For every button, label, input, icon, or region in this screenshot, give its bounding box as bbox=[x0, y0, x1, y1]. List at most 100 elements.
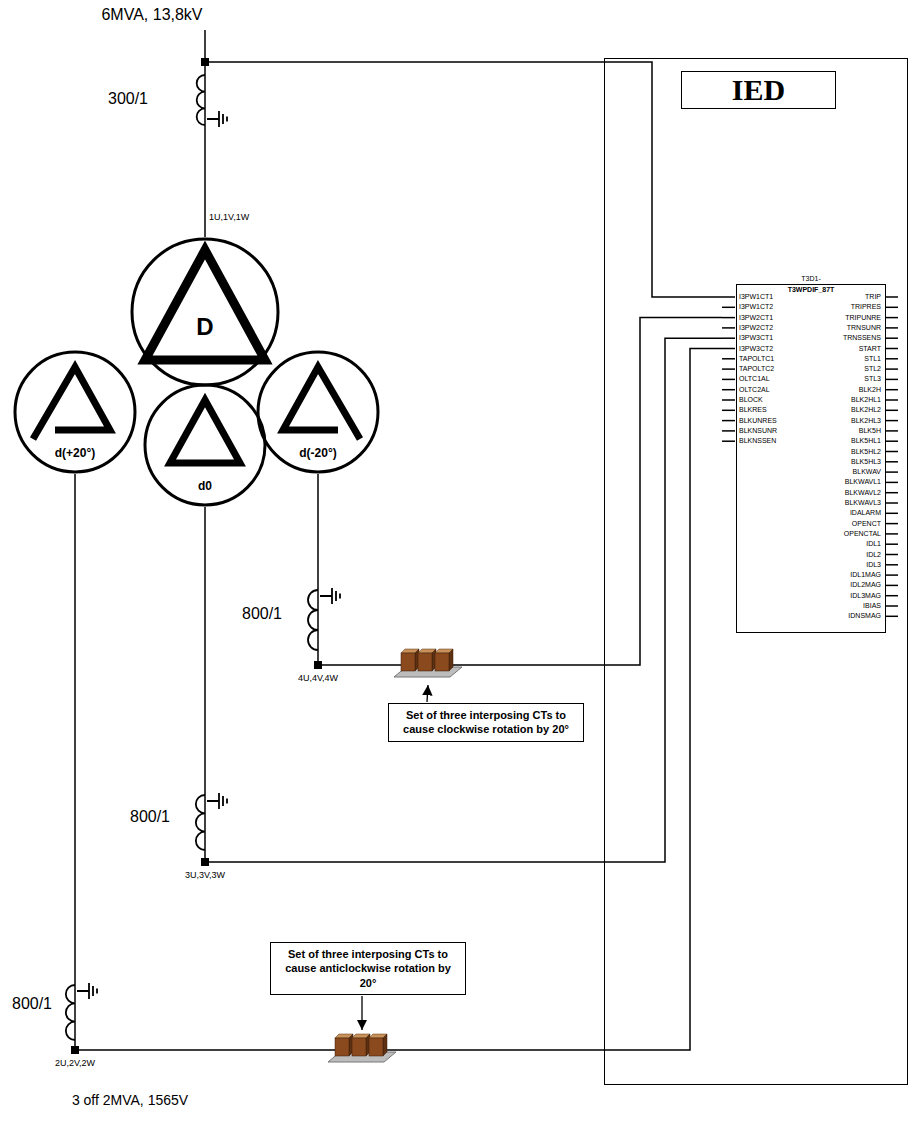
earth-symbol bbox=[207, 111, 227, 127]
ct-ratio: 800/1 bbox=[130, 808, 170, 826]
terminal-label: 3U,3V,3W bbox=[185, 870, 225, 880]
output-pin bbox=[885, 513, 898, 515]
output-pin bbox=[885, 348, 898, 350]
output-pin bbox=[885, 523, 898, 525]
output-pin bbox=[885, 461, 898, 463]
hv-winding: D bbox=[130, 237, 280, 387]
terminal-label: 4U,4V,4W bbox=[298, 673, 338, 683]
terminal-label: 1U,1V,1W bbox=[209, 212, 249, 222]
delta-symbol bbox=[33, 367, 110, 439]
block-instance: T3D1- bbox=[737, 274, 885, 283]
output-pin bbox=[885, 389, 898, 391]
output-pin bbox=[885, 337, 898, 339]
output-signal: BLK5HL2 bbox=[811, 448, 881, 456]
ct-body bbox=[335, 1038, 349, 1056]
lv-conductor bbox=[74, 474, 76, 1050]
output-pin bbox=[885, 399, 898, 401]
output-signal: IDL2 bbox=[811, 551, 881, 559]
winding-circle bbox=[15, 352, 135, 472]
lv-winding: d(+20°) bbox=[13, 350, 137, 474]
input-signal: I3PW1CT1 bbox=[739, 293, 809, 301]
output-signal: TRNSSENS bbox=[811, 334, 881, 342]
output-signal: BLKWAVL2 bbox=[811, 489, 881, 497]
ct-coil bbox=[197, 75, 205, 125]
input-pin bbox=[722, 307, 735, 309]
ct-side bbox=[383, 1034, 387, 1056]
output-pin bbox=[885, 317, 898, 319]
winding-label: D bbox=[196, 314, 213, 340]
winding-label: d(-20°) bbox=[299, 447, 336, 460]
wiring bbox=[75, 30, 898, 1050]
callout-box: Set of three interposing CTs to cause an… bbox=[270, 942, 466, 995]
output-signal: STL1 bbox=[811, 355, 881, 363]
input-pin bbox=[722, 296, 735, 298]
input-signal: OLTC1AL bbox=[739, 375, 809, 383]
output-pin bbox=[885, 410, 898, 412]
current-transformer bbox=[66, 983, 97, 1054]
output-signal: TRIP bbox=[811, 293, 881, 301]
input-pin bbox=[722, 430, 735, 432]
interposing-ct-set bbox=[328, 1034, 396, 1062]
current-transformer bbox=[196, 793, 227, 866]
output-pin bbox=[885, 533, 898, 535]
output-pin bbox=[885, 358, 898, 360]
ct-body bbox=[369, 1038, 383, 1056]
output-signal: BLK2HL2 bbox=[811, 406, 881, 414]
output-signal: BLKWAVL1 bbox=[811, 478, 881, 486]
output-signal: BLKWAVL3 bbox=[811, 499, 881, 507]
output-signal: IDL1 bbox=[811, 540, 881, 548]
input-signal: BLKNSUNR bbox=[739, 427, 809, 435]
lv-winding: d(-20°) bbox=[256, 350, 380, 474]
output-pin bbox=[885, 564, 898, 566]
output-signal: BLKWAV bbox=[811, 468, 881, 476]
transformer-rating: 3 off 2MVA, 1565V bbox=[72, 1092, 188, 1108]
ied-title: IED bbox=[681, 71, 836, 109]
lv-conductor bbox=[204, 507, 206, 862]
output-signal: START bbox=[811, 345, 881, 353]
input-pin bbox=[722, 389, 735, 391]
delta-symbol bbox=[283, 367, 360, 439]
output-signal: TRIPUNRE bbox=[811, 314, 881, 322]
secondary-wire bbox=[75, 349, 722, 1051]
callout-text: Set of three interposing CTs to cause cl… bbox=[395, 708, 577, 737]
output-signal: BLK2H bbox=[811, 386, 881, 394]
current-transformer bbox=[197, 58, 227, 127]
ct-coil bbox=[308, 590, 318, 650]
callout-text: Set of three interposing CTs to cause an… bbox=[277, 947, 459, 990]
input-signal: I3PW2CT2 bbox=[739, 324, 809, 332]
output-signal: IDL1MAG bbox=[811, 571, 881, 579]
input-signal: I3PW3CT2 bbox=[739, 345, 809, 353]
terminal bbox=[201, 58, 209, 66]
input-signal: I3PW3CT1 bbox=[739, 334, 809, 342]
output-signal: BLK5H bbox=[811, 427, 881, 435]
output-signal: BLK2HL1 bbox=[811, 396, 881, 404]
ct-body bbox=[418, 653, 432, 671]
output-pin bbox=[885, 492, 898, 494]
input-signal: OLTC2AL bbox=[739, 386, 809, 394]
current-transformer bbox=[308, 588, 340, 669]
lv-winding: d0 bbox=[143, 383, 267, 507]
ct-ratio: 800/1 bbox=[12, 995, 52, 1013]
secondary-wire bbox=[318, 318, 722, 665]
output-pin bbox=[885, 307, 898, 309]
ct-ratio: 800/1 bbox=[242, 605, 282, 623]
input-signal: I3PW2CT1 bbox=[739, 314, 809, 322]
output-pin bbox=[885, 585, 898, 587]
output-pin bbox=[885, 595, 898, 597]
callout-box: Set of three interposing CTs to cause cl… bbox=[388, 703, 584, 742]
output-pin bbox=[885, 482, 898, 484]
terminal bbox=[201, 858, 209, 866]
input-signal: I3PW1CT2 bbox=[739, 303, 809, 311]
output-signal: IDALARM bbox=[811, 509, 881, 517]
output-signal: BLK5HL1 bbox=[811, 437, 881, 445]
ct-body bbox=[352, 1038, 366, 1056]
output-pin bbox=[885, 605, 898, 607]
delta-symbol bbox=[145, 250, 265, 360]
input-pin bbox=[722, 327, 735, 329]
secondary-wire bbox=[205, 338, 722, 862]
output-signal: STL2 bbox=[811, 365, 881, 373]
output-signal: IBIAS bbox=[811, 602, 881, 610]
output-pin bbox=[885, 451, 898, 453]
input-pin bbox=[722, 440, 735, 442]
